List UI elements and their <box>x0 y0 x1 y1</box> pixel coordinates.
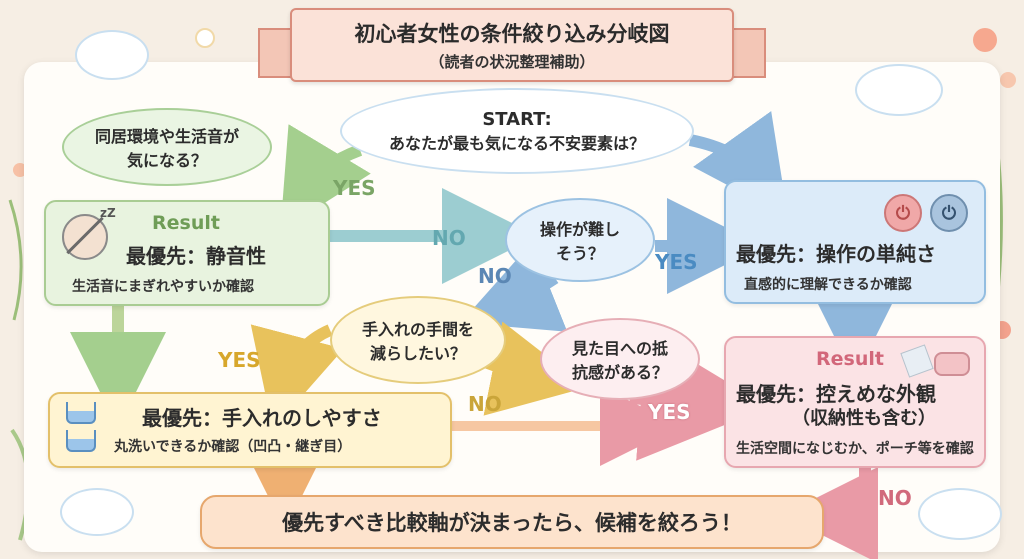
question-care: 手入れの手間を減らしたい？ <box>330 296 506 384</box>
cloud-face-decoration <box>75 30 149 80</box>
result-quiet-box: zZ Result 最優先：静音性 生活音にまぎれやすいか確認 <box>44 200 330 306</box>
start-cloud: START: あなたが最も気になる不安要素は？ <box>340 88 694 174</box>
result-looks-detail: 生活空間になじむか、ポーチ等を確認 <box>736 441 974 457</box>
zz-icon-text: zZ <box>100 206 116 220</box>
result-looks-headline: 最優先：控えめな外観 <box>736 382 936 406</box>
washbasin-icon <box>66 430 96 452</box>
sleeping-face-icon <box>62 214 108 260</box>
result-tag: Result <box>152 212 220 234</box>
result-care-detail: 丸洗いできるか確認（凹凸・継ぎ目） <box>114 439 352 455</box>
result-operation-box: ⏻ ⏻ 最優先：操作の単純さ 直感的に理解できるか確認 <box>724 180 986 304</box>
result-quiet-headline: 最優先：静音性 <box>126 244 266 268</box>
label-no-noise: NO <box>432 226 466 250</box>
result-looks-headline2: （収納性も含む） <box>792 408 936 429</box>
washbasin-icon <box>66 402 96 424</box>
power-button-red-icon: ⏻ <box>884 194 922 232</box>
label-yes-noise: YES <box>333 176 376 200</box>
label-no-operation: NO <box>478 264 512 288</box>
question-operation: 操作が難しそう？ <box>505 198 655 282</box>
power-button-blue-icon: ⏻ <box>930 194 968 232</box>
cloud-face-decoration <box>918 488 1002 540</box>
start-question: あなたが最も気になる不安要素は？ <box>388 133 645 153</box>
label-no-looks: NO <box>878 486 912 510</box>
result-looks-box: Result 最優先：控えめな外観 （収納性も含む） 生活空間になじむか、ポーチ… <box>724 336 986 468</box>
label-yes-operation: YES <box>655 250 698 274</box>
page-title: 初心者女性の条件絞り込み分岐図 <box>354 22 670 46</box>
final-message: 優先すべき比較軸が決まったら、候補を絞ろう！ <box>282 511 742 535</box>
start-label: START: <box>482 108 552 130</box>
label-yes-looks: YES <box>648 400 691 424</box>
label-no-care: NO <box>468 392 502 416</box>
result-operation-headline: 最優先：操作の単純さ <box>736 242 936 266</box>
result-care-box: 最優先：手入れのしやすさ 丸洗いできるか確認（凹凸・継ぎ目） <box>48 392 452 468</box>
label-yes-care: YES <box>218 348 261 372</box>
question-looks: 見た目への抵抗感がある？ <box>540 318 700 400</box>
cloud-face-decoration <box>60 488 134 536</box>
result-tag: Result <box>816 348 884 370</box>
result-care-headline: 最優先：手入れのしやすさ <box>142 406 382 430</box>
final-banner: 優先すべき比較軸が決まったら、候補を絞ろう！ <box>200 495 824 549</box>
cloud-face-decoration <box>855 64 943 116</box>
wrap-icon <box>900 344 934 378</box>
result-operation-detail: 直感的に理解できるか確認 <box>744 277 912 293</box>
question-noise: 同居環境や生活音が気になる？ <box>62 108 272 186</box>
pouch-icon <box>934 352 970 376</box>
title-ribbon: 初心者女性の条件絞り込み分岐図 （読者の状況整理補助） <box>290 8 734 82</box>
page-subtitle: （読者の状況整理補助） <box>429 53 595 71</box>
result-quiet-detail: 生活音にまぎれやすいか確認 <box>72 279 254 295</box>
